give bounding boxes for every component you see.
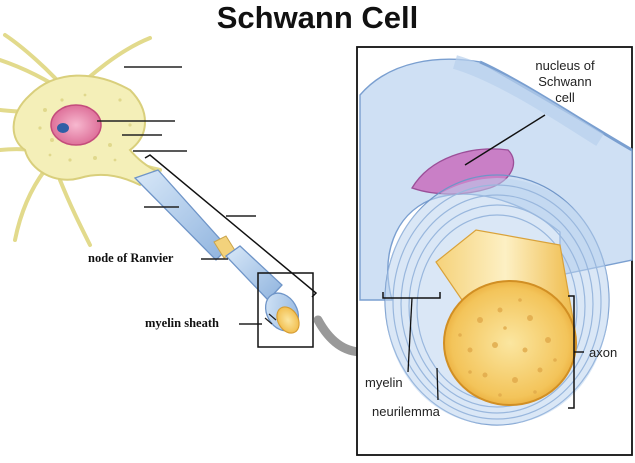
- schwann-cell-span-bracket: [144, 154, 318, 298]
- myelinated-axon: [133, 169, 300, 334]
- myelin-sheath-tick: [264, 313, 277, 325]
- label-nucleus-of-schwann-cell: nucleus of Schwann cell: [530, 58, 600, 106]
- sheath-edge: [479, 60, 633, 152]
- axoplasm-texture: [458, 298, 557, 397]
- axon-cross-section: [443, 280, 577, 406]
- enlarged-schwann-cell: [359, 55, 633, 426]
- myelin-pointer: [407, 297, 413, 373]
- nucleolus: [57, 123, 69, 133]
- label-axon: axon: [589, 345, 618, 360]
- label-myelin: myelin: [365, 375, 403, 390]
- axon-segment-1: [133, 169, 229, 261]
- label-neurilemma: neurilemma: [372, 404, 440, 419]
- sheath-highlight: [452, 55, 604, 146]
- diagram-title: Schwann Cell: [216, 0, 419, 35]
- neuron-nucleus: [50, 104, 102, 146]
- axon-cut-core: [276, 306, 300, 334]
- axon-segment-2: [225, 245, 283, 301]
- label-nucleus-line-1: nucleus of: [535, 58, 595, 73]
- nucleus-pointer: [464, 114, 546, 166]
- zoom-arrow: [313, 315, 367, 357]
- blank-label-lines: [97, 66, 256, 217]
- neuron-cell-body: [0, 33, 162, 247]
- neurilemma-pointer: [436, 367, 439, 401]
- zoom-region-box: [257, 272, 314, 348]
- label-nucleus-line-2: Schwann: [538, 74, 592, 89]
- label-node-of-ranvier: node of Ranvier: [88, 251, 174, 265]
- label-myelin-sheath: myelin sheath: [145, 316, 219, 330]
- cytoplasm-granules: [38, 93, 132, 162]
- label-nucleus-line-3: cell: [555, 90, 575, 105]
